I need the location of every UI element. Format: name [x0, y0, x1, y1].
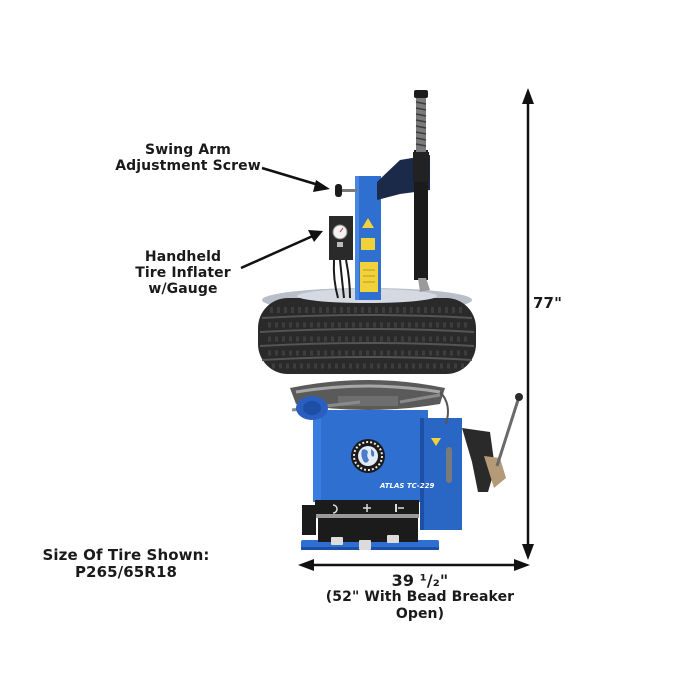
pedal-right: [387, 535, 399, 543]
tire-size-value: P265/65R18: [74, 563, 178, 581]
height-dimension-label: 77": [533, 294, 562, 312]
swing-arm-callout-line2: Adjustment Screw: [115, 158, 261, 174]
inflater-callout: Handheld Tire Inflater w/Gauge: [128, 249, 238, 297]
model-badge: ATLAS TC-229: [379, 482, 434, 490]
width-dimension-arrow: [298, 559, 530, 571]
tire-inflater-gauge: [329, 216, 353, 299]
inflater-callout-arrow: [240, 230, 323, 270]
tire-size-info: Size Of Tire Shown: P265/65R18: [36, 547, 216, 581]
swing-arm-screw: [335, 184, 342, 197]
pedal-left: [331, 537, 343, 545]
width-dimension-note: (52" With Bead Breaker Open): [325, 589, 515, 622]
globe-logo-icon: [351, 439, 385, 473]
swing-arm-callout-arrow: [261, 166, 330, 192]
inflater-callout-line1: Handheld: [144, 249, 222, 265]
width-dimension-label: 39 ¹/₂" (52" With Bead Breaker Open): [300, 572, 540, 623]
tire: [258, 288, 476, 374]
swing-arm-callout-line1: Swing Arm: [145, 142, 231, 158]
vertical-shaft: [414, 150, 428, 280]
height-dimension-arrow: [522, 88, 534, 560]
pedal-middle: [359, 540, 371, 550]
width-dimension-value: 39 ¹/₂": [391, 571, 449, 590]
tire-size-heading: Size Of Tire Shown:: [42, 546, 210, 564]
inflater-callout-line2: Tire Inflater: [135, 265, 231, 281]
swing-arm-callout: Swing Arm Adjustment Screw: [108, 142, 268, 174]
inflater-callout-line3: w/Gauge: [148, 281, 218, 297]
